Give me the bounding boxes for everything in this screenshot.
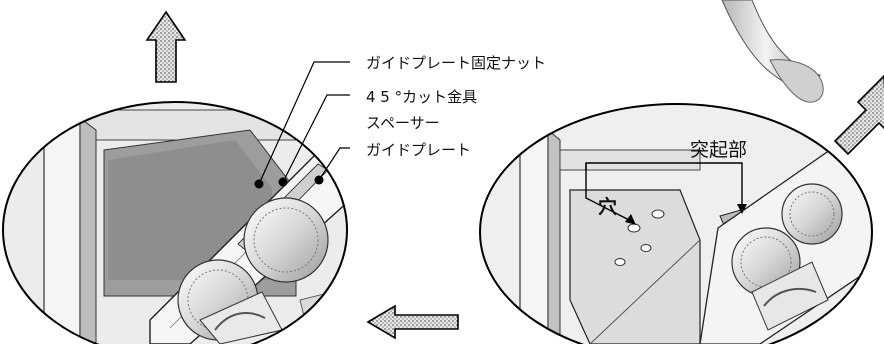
label-guide-plate-nut: ガイドプレート固定ナット <box>366 54 546 72</box>
up-arrow-icon <box>145 10 187 83</box>
label-guide-plate: ガイドプレート <box>366 141 471 159</box>
bracket-hole <box>627 223 641 233</box>
label-protrusion: 突起部 <box>690 139 747 161</box>
left-arrow-icon <box>366 304 459 340</box>
diagonal-arrow-icon <box>833 74 884 156</box>
label-45-bracket: 4 5 °カット金具 <box>366 88 477 106</box>
label-hole: 穴 <box>598 195 617 218</box>
protrusion-leader <box>585 162 747 225</box>
cable-illustration <box>721 0 824 103</box>
left-detail-view <box>2 101 348 344</box>
callout-dot-guide-plate <box>314 175 324 185</box>
right-detail-view <box>479 103 873 344</box>
callout-dot-nut <box>254 179 264 189</box>
label-spacer: スペーサー <box>366 114 440 132</box>
callout-leaders <box>254 61 350 189</box>
callout-dot-bracket <box>278 177 288 187</box>
